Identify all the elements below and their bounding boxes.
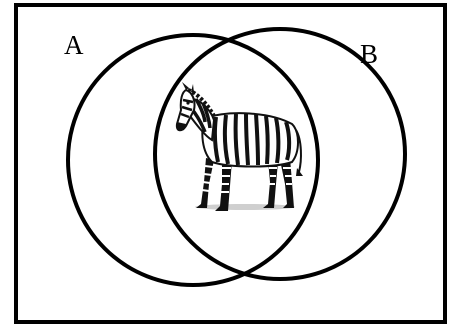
set-b-label: B [360, 39, 378, 69]
zebra-icon [177, 82, 303, 211]
set-a-label: A [64, 30, 84, 60]
